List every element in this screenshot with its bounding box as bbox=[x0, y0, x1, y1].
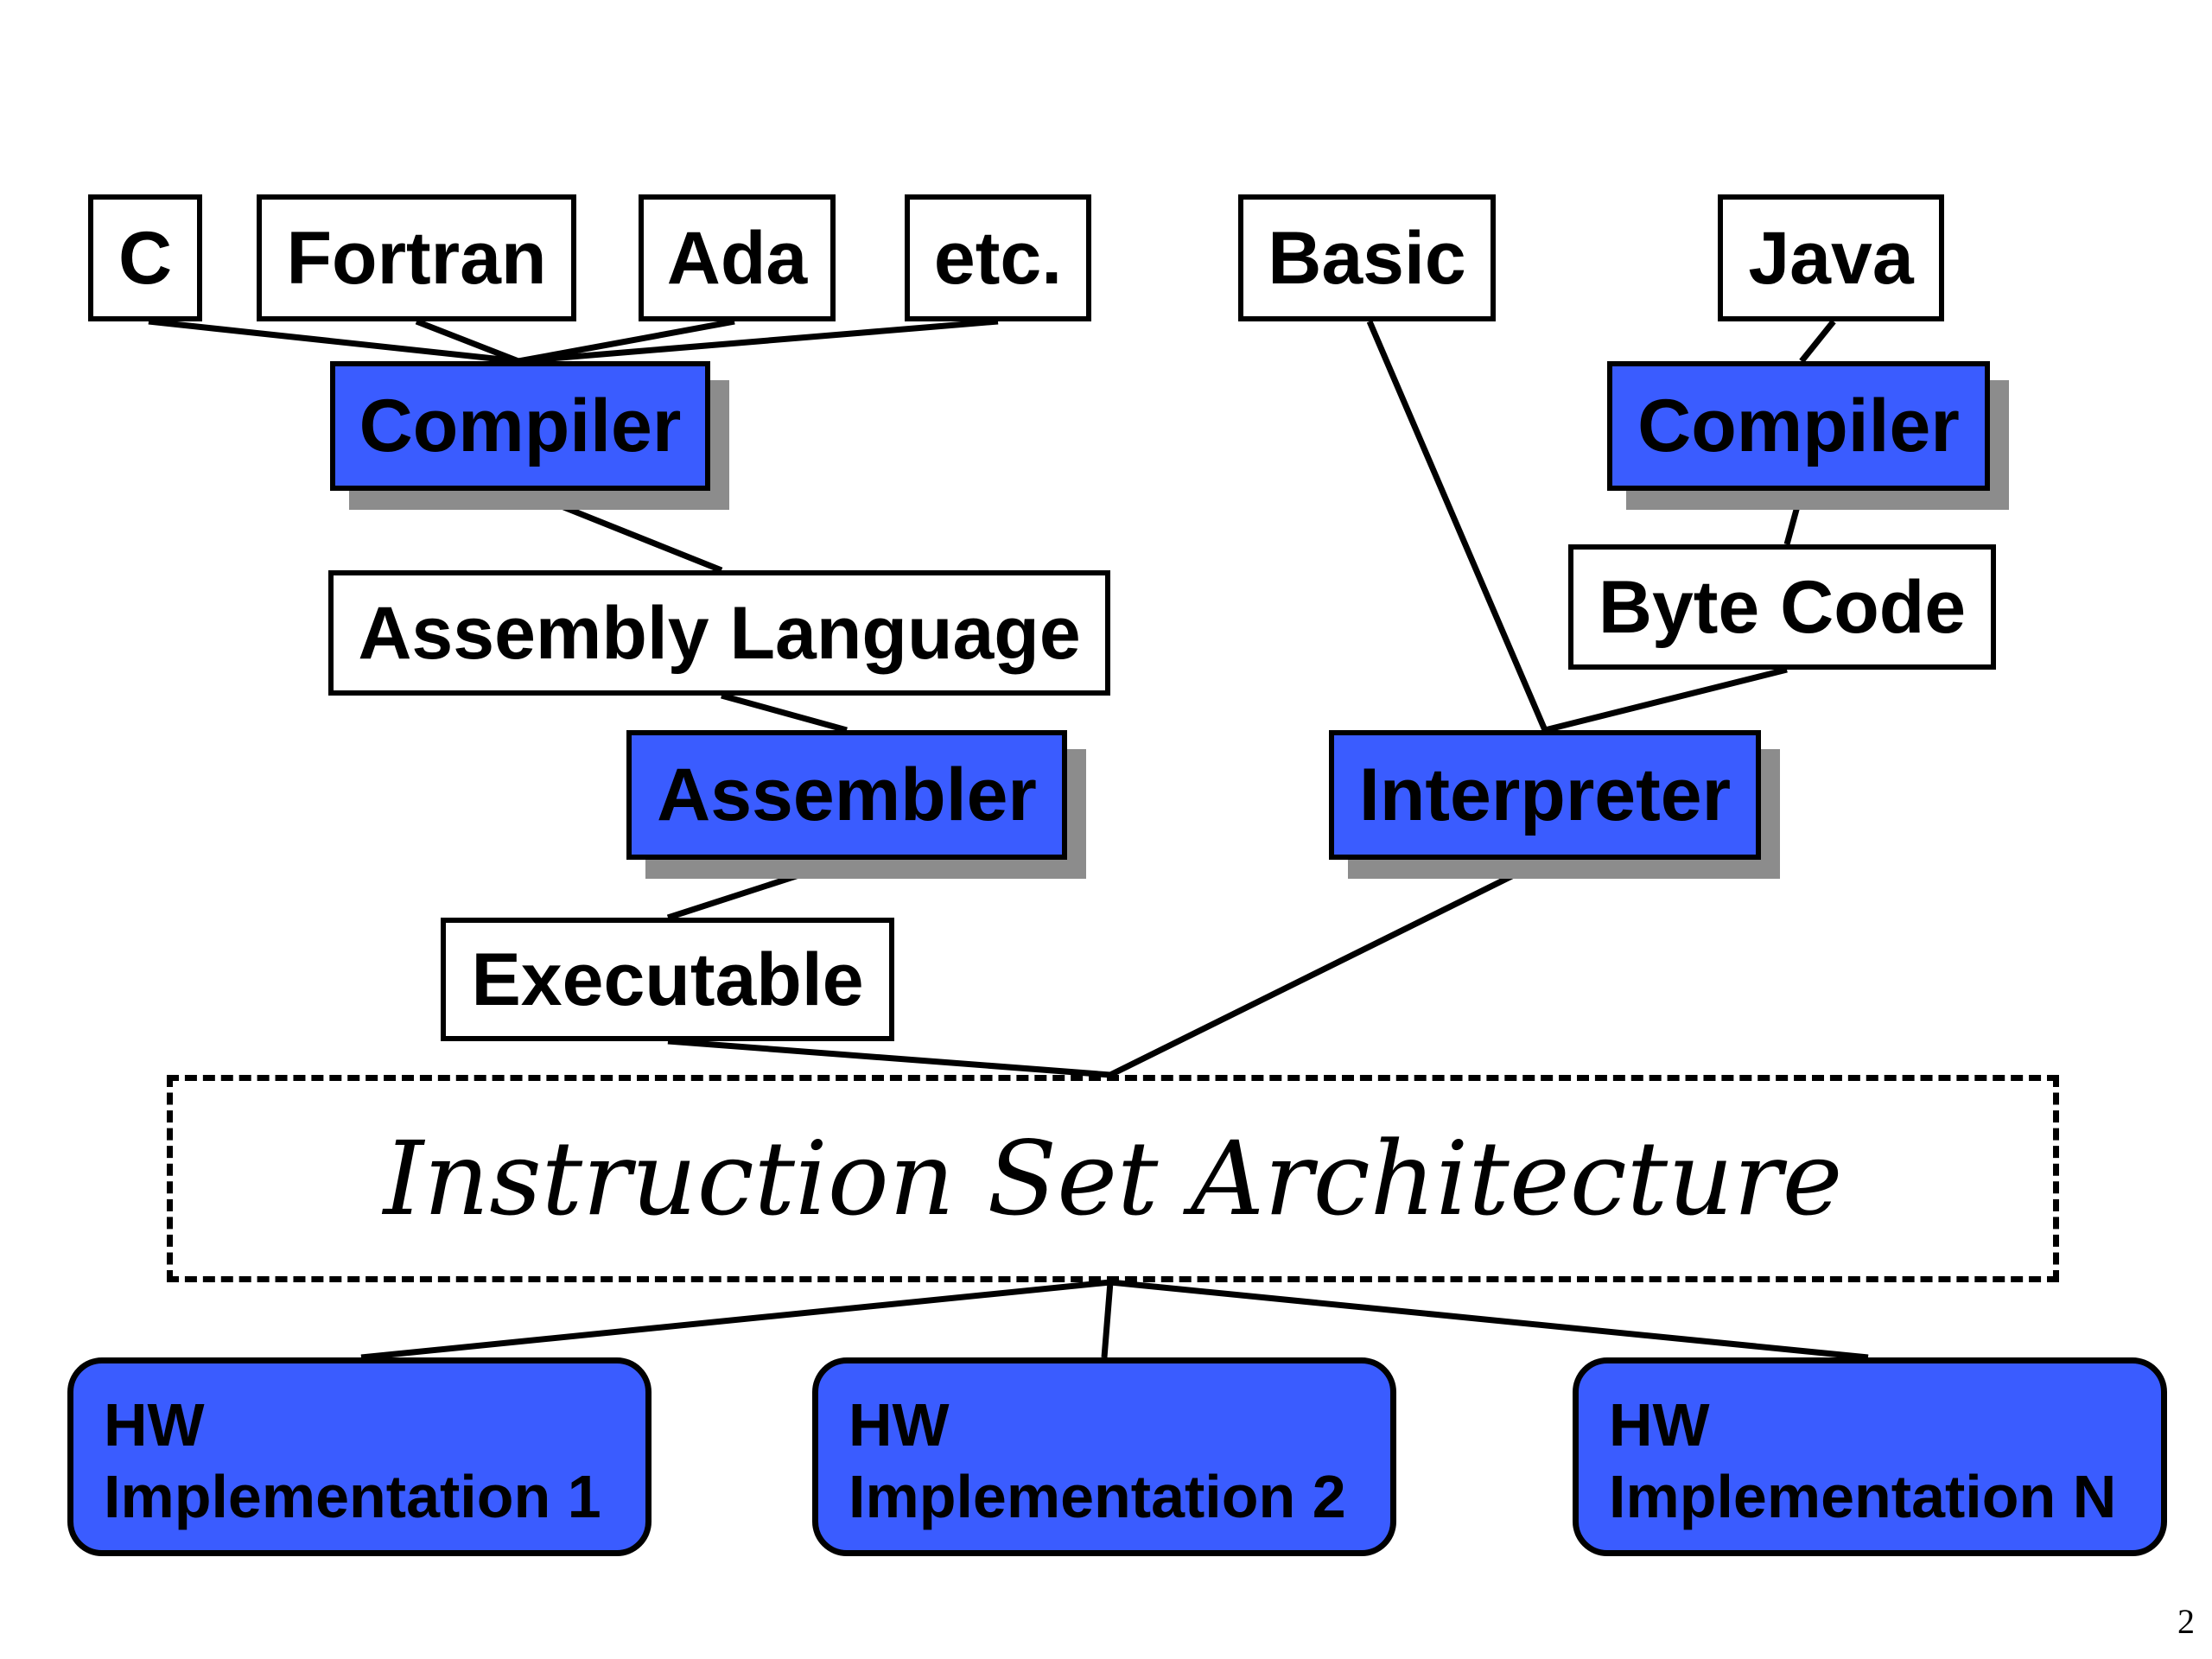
compiler-box-left: Compiler bbox=[330, 361, 710, 491]
language-box-java: Java bbox=[1718, 194, 1944, 321]
hw-line1: HW bbox=[104, 1391, 205, 1459]
connector-isa-to-hw-1 bbox=[360, 1279, 1111, 1361]
connector-compiler-to-bytecode bbox=[1783, 490, 1805, 545]
connector-assembler-to-executable bbox=[666, 856, 849, 921]
connector-etc-to-compiler bbox=[518, 318, 999, 365]
connector-compiler-to-assembly bbox=[521, 487, 723, 574]
language-label-basic: Basic bbox=[1268, 216, 1466, 300]
language-label-etc: etc. bbox=[933, 216, 1063, 300]
connector-ada-to-compiler bbox=[518, 318, 735, 365]
hw-line2: Implementation 1 bbox=[104, 1462, 601, 1530]
connector-isa-to-hw-n bbox=[1109, 1279, 1869, 1361]
language-label-ada: Ada bbox=[666, 216, 808, 300]
hw-implementation-box-2: HW Implementation 2 bbox=[812, 1357, 1396, 1556]
language-box-etc: etc. bbox=[905, 194, 1091, 321]
hw-line2: Implementation 2 bbox=[849, 1462, 1346, 1530]
compiler-label-left: Compiler bbox=[359, 385, 682, 467]
byte-code-box: Byte Code bbox=[1568, 544, 1996, 670]
hw-line2: Implementation N bbox=[1609, 1462, 2117, 1530]
assembler-label: Assembler bbox=[657, 753, 1037, 836]
connector-fortran-to-compiler bbox=[415, 318, 520, 365]
language-label-c: C bbox=[118, 216, 173, 300]
assembly-language-label: Assembly Language bbox=[358, 591, 1081, 675]
connector-basic-to-interpreter bbox=[1366, 320, 1548, 732]
connector-java-to-compiler bbox=[1799, 319, 1836, 364]
compiler-label-right: Compiler bbox=[1637, 385, 1960, 467]
isa-label: Instruction Set Architecture bbox=[383, 1119, 1843, 1238]
connector-isa-to-hw-2 bbox=[1101, 1281, 1114, 1358]
language-box-fortran: Fortran bbox=[257, 194, 576, 321]
language-box-basic: Basic bbox=[1238, 194, 1496, 321]
language-box-c: C bbox=[88, 194, 202, 321]
isa-box: Instruction Set Architecture bbox=[167, 1075, 2059, 1282]
assembly-language-box: Assembly Language bbox=[328, 570, 1110, 696]
executable-box: Executable bbox=[441, 918, 894, 1041]
connector-interpreter-to-isa bbox=[1109, 856, 1547, 1078]
executable-label: Executable bbox=[471, 938, 864, 1021]
hw-line1: HW bbox=[849, 1391, 950, 1459]
assembler-box: Assembler bbox=[626, 730, 1067, 860]
language-box-ada: Ada bbox=[639, 194, 836, 321]
hw-implementation-box-n: HW Implementation N bbox=[1573, 1357, 2167, 1556]
compiler-box-right: Compiler bbox=[1607, 361, 1990, 491]
hw-line1: HW bbox=[1609, 1391, 1710, 1459]
interpreter-box: Interpreter bbox=[1329, 730, 1761, 860]
byte-code-label: Byte Code bbox=[1598, 565, 1967, 649]
connector-c-to-compiler bbox=[148, 318, 519, 365]
hw-implementation-box-1: HW Implementation 1 bbox=[67, 1357, 652, 1556]
interpreter-label: Interpreter bbox=[1358, 753, 1732, 836]
language-label-java: Java bbox=[1748, 216, 1914, 300]
connector-bytecode-to-interpreter bbox=[1544, 666, 1788, 734]
connector-executable-to-isa bbox=[667, 1038, 1111, 1078]
connector-assembly-to-assembler bbox=[721, 692, 848, 734]
page-number: 2 bbox=[2177, 1602, 2195, 1641]
language-label-fortran: Fortran bbox=[286, 216, 547, 300]
